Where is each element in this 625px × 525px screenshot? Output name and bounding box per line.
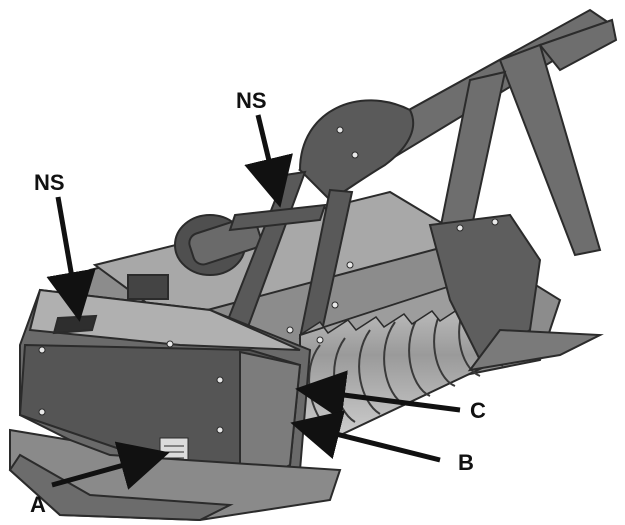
arrow-c — [295, 370, 461, 420]
arrow-a — [51, 441, 170, 490]
callout-b: B — [458, 450, 474, 475]
callout-a: A — [30, 492, 46, 517]
callout-c: C — [470, 398, 486, 423]
callout-ns-left: NS — [34, 170, 65, 195]
arrow-ns-top — [244, 114, 293, 208]
callout-arrows — [46, 114, 461, 490]
right-endplate — [428, 213, 604, 372]
bottom-skid — [8, 428, 342, 522]
arrow-b — [290, 410, 441, 463]
callout-ns-top: NS — [236, 88, 267, 113]
arrow-ns-left — [46, 196, 96, 322]
support-legs — [220, 170, 354, 342]
arch-bracket — [298, 99, 415, 202]
housing-bolts — [38, 126, 499, 434]
